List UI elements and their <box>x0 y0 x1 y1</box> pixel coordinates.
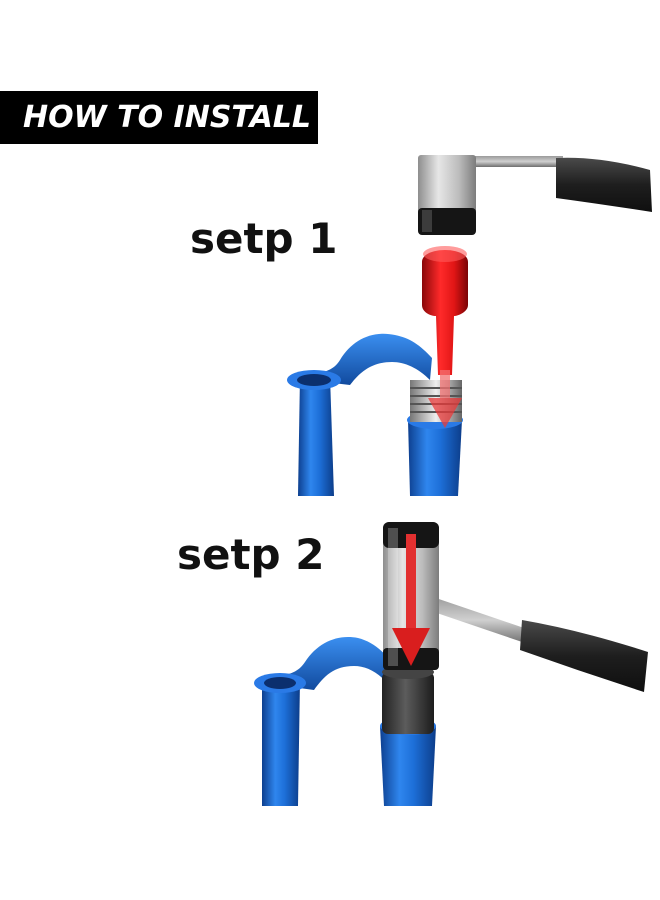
step-2-illustration <box>254 522 648 806</box>
red-plug-cap-icon <box>422 246 468 375</box>
down-arrow-icon <box>392 534 430 666</box>
step-2-label: setp 2 <box>177 530 325 579</box>
mallet-icon <box>383 522 648 692</box>
installed-cap <box>382 665 434 734</box>
banner-title: HOW TO INSTALL <box>23 100 312 135</box>
down-arrow-icon <box>428 370 462 428</box>
step-1-illustration <box>287 155 652 496</box>
mallet-icon <box>418 155 652 235</box>
step-1-label: setp 1 <box>190 214 338 263</box>
title-banner: HOW TO INSTALL <box>0 91 318 144</box>
fork-stanchion-icon <box>254 637 436 806</box>
